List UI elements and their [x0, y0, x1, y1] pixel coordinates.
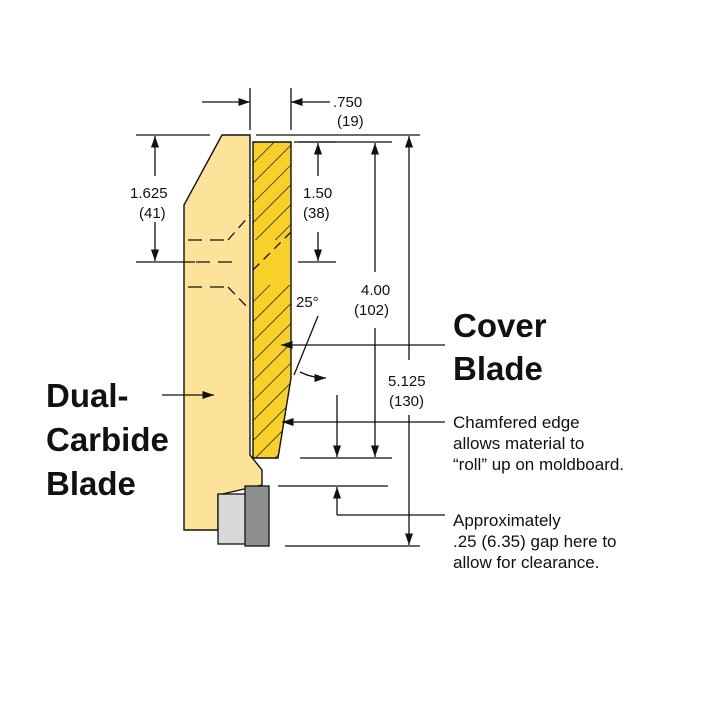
dim-150-value: 1.50	[303, 185, 332, 202]
gap-note-line2: .25 (6.35) gap here to	[453, 532, 617, 551]
gap-note-line1: Approximately	[453, 511, 561, 530]
cover-blade-hatch-lower	[253, 285, 291, 458]
dual-label-line1: Dual-	[46, 377, 129, 414]
dim-width-metric: (19)	[337, 113, 364, 130]
cover-dash-1	[252, 231, 292, 271]
dual-carbide-blade-body	[183, 134, 263, 531]
dim-400-metric: (102)	[354, 302, 389, 319]
dim-1625-metric: (41)	[139, 205, 166, 222]
dim-5125-metric: (130)	[389, 393, 424, 410]
chamfer-note-line2: allows material to	[453, 434, 584, 453]
carbide-insert-light	[217, 493, 247, 545]
dim-5125-value: 5.125	[388, 373, 426, 390]
dual-label-line3: Blade	[46, 465, 136, 502]
angle-label: 25°	[296, 294, 319, 311]
dim-400-value: 4.00	[361, 282, 390, 299]
chamfer-note-line3: “roll” up on moldboard.	[453, 455, 624, 474]
cover-label-line2: Blade	[453, 350, 543, 387]
cover-blade-hatch-upper	[253, 142, 291, 240]
gap-note-line3: allow for clearance.	[453, 553, 599, 572]
dual-label-line2: Carbide	[46, 421, 169, 458]
carbide-insert-dark	[244, 485, 270, 547]
dim-width-value: .750	[333, 94, 362, 111]
hidden-line-5	[227, 286, 251, 311]
dim-150-metric: (38)	[303, 205, 330, 222]
cover-label-line1: Cover	[453, 307, 547, 344]
chamfer-note-line1: Chamfered edge	[453, 413, 580, 432]
hidden-line-4	[227, 214, 251, 241]
dim-1625-value: 1.625	[130, 185, 168, 202]
